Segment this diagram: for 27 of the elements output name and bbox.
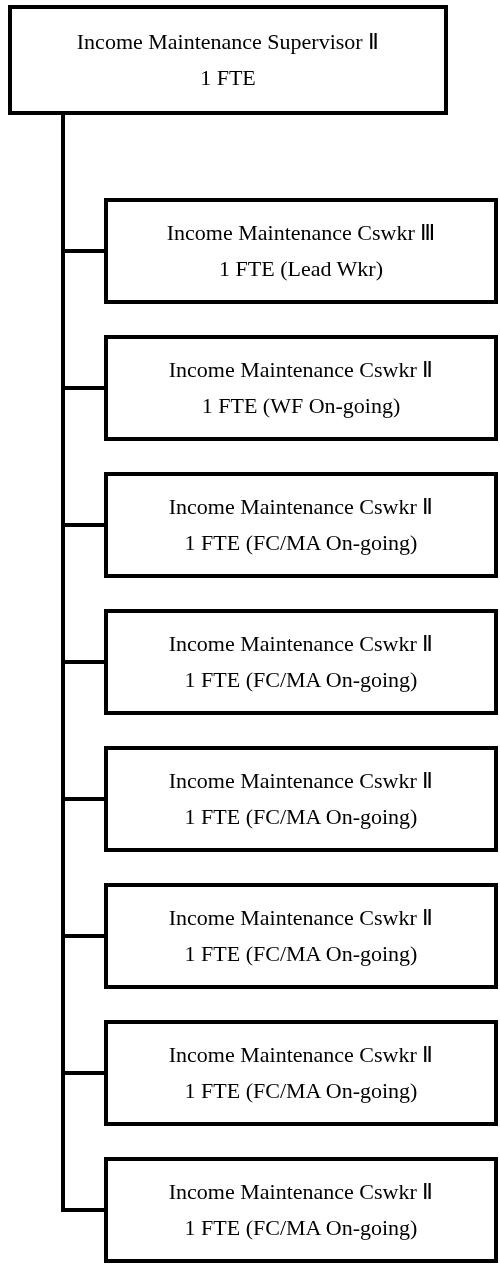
position-box [104,883,498,989]
position-detail: 1 FTE (FC/MA On-going) [184,1077,418,1105]
position-box [104,746,498,852]
position-detail: 1 FTE (FC/MA On-going) [184,529,418,557]
position-box [104,1020,498,1126]
position-detail: 1 FTE (WF On-going) [201,392,401,420]
position-title: Income Maintenance Cswkr Ⅱ [168,630,434,658]
position-title: Income Maintenance Cswkr Ⅱ [168,904,434,932]
position-detail: 1 FTE (FC/MA On-going) [184,1214,418,1242]
position-title: Income Maintenance Cswkr Ⅱ [168,493,434,521]
position-title: Income Maintenance Cswkr Ⅲ [166,219,436,247]
position-box [104,198,498,304]
position-detail: 1 FTE (FC/MA On-going) [184,803,418,831]
position-title: Income Maintenance Supervisor Ⅱ [76,28,380,56]
position-title: Income Maintenance Cswkr Ⅱ [168,767,434,795]
position-title: Income Maintenance Cswkr Ⅱ [168,1041,434,1069]
position-box [104,1157,498,1263]
position-detail: 1 FTE [200,64,256,92]
position-detail: 1 FTE (FC/MA On-going) [184,940,418,968]
position-box [8,5,448,115]
position-detail: 1 FTE (Lead Wkr) [219,255,383,283]
position-box [104,609,498,715]
position-title: Income Maintenance Cswkr Ⅱ [168,356,434,384]
position-title: Income Maintenance Cswkr Ⅱ [168,1178,434,1206]
position-box [104,335,498,441]
position-detail: 1 FTE (FC/MA On-going) [184,666,418,694]
position-box [104,472,498,578]
